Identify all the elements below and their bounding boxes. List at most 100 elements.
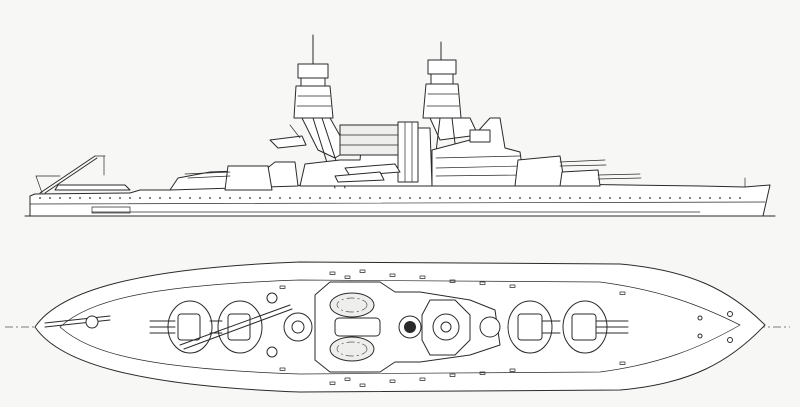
deck-fitting [344,377,351,381]
plan-forward-turret-2 [507,300,561,354]
porthole [519,197,521,199]
porthole [619,197,621,199]
porthole [389,197,391,199]
deck-fitting [279,367,286,371]
top-plan-view [5,261,790,393]
porthole [189,197,191,199]
porthole [209,197,211,199]
porthole [449,197,451,199]
plan-boat-1 [329,292,375,318]
porthole [569,197,571,199]
deck-fitting [449,279,456,283]
aft-turret-upper [224,165,273,191]
forward-turret-lower [559,169,601,187]
porthole [609,197,611,199]
porthole [79,197,81,199]
plan-boat-boom [179,304,291,346]
side-hull-strake [29,201,766,205]
porthole [149,197,151,199]
porthole [109,197,111,199]
deck-fitting [329,381,336,385]
porthole [289,197,291,199]
funnel [397,121,419,183]
porthole [369,197,371,199]
porthole [669,197,671,199]
porthole [249,197,251,199]
porthole [139,197,141,199]
deck-fitting [279,285,286,289]
deck-fitting [619,361,626,365]
plan-forward-turret-1 [562,300,629,354]
plan-hull-inner [59,279,741,375]
porthole [599,197,601,199]
plan-forward-mast-platform [432,313,460,341]
porthole [219,197,221,199]
forward-gun-barrel [559,159,606,163]
porthole [269,197,271,199]
porthole [439,197,441,199]
porthole [529,197,531,199]
porthole [409,197,411,199]
plan-boat-2 [329,336,375,362]
deck-fitting [419,377,426,381]
porthole [39,197,41,199]
side-profile-view [24,34,776,217]
porthole [299,197,301,199]
porthole [59,197,61,199]
porthole [679,197,681,199]
porthole [579,197,581,199]
plan-deckhouse [334,317,381,337]
porthole [549,197,551,199]
stern-crane [35,155,131,194]
plan-deck-fittings [279,269,626,387]
porthole [699,197,701,199]
porthole [119,197,121,199]
deck-fitting [509,368,516,372]
porthole [349,197,351,199]
side-hull [29,183,771,217]
deck-fitting [419,275,426,279]
deck-fitting [619,291,626,295]
deck-fitting [449,373,456,377]
plan-crane-base [85,315,99,329]
porthole [509,197,511,199]
deck-fitting [479,281,486,285]
porthole [539,197,541,199]
porthole [239,197,241,199]
porthole [339,197,341,199]
midship-boat [344,163,401,177]
porthole [169,197,171,199]
porthole [379,197,381,199]
porthole [319,197,321,199]
porthole [399,197,401,199]
porthole [259,197,261,199]
porthole [429,197,431,199]
porthole [89,197,91,199]
deck-fitting [359,383,366,387]
deck-fitting [509,284,516,288]
plan-director [479,316,501,338]
porthole [49,197,51,199]
deck-fitting [479,371,486,375]
porthole [719,197,721,199]
side-belt-panel [91,206,131,214]
porthole [329,197,331,199]
plan-aft-turret-3 [149,300,213,354]
aft-gun-barrel [184,171,231,175]
porthole [99,197,101,199]
porthole [69,197,71,199]
porthole [229,197,231,199]
porthole [199,197,201,199]
porthole [629,197,631,199]
porthole [689,197,691,199]
porthole [469,197,471,199]
porthole [419,197,421,199]
deck-fitting [389,273,396,277]
porthole [489,197,491,199]
porthole [279,197,281,199]
porthole [739,197,741,199]
plan-aft-mast-platform [283,312,313,342]
porthole [479,197,481,199]
deck-fitting [389,379,396,383]
porthole [709,197,711,199]
